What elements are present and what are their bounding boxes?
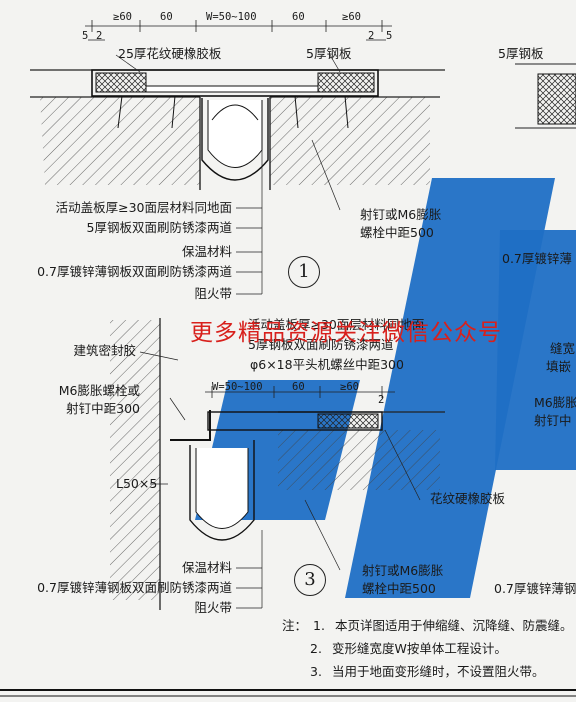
label-nail-bolt-spacing: 螺栓中距500 xyxy=(360,225,434,240)
detail-1-section xyxy=(30,20,445,295)
note-text: 本页详图适用于伸缩缝、沉降缝、防震缝。 xyxy=(335,618,573,633)
d3-label-galv-sheet: 0.7厚镀锌薄钢板双面刷防锈漆两道 xyxy=(37,580,232,595)
label-cover-plate: 活动盖板厚≥30面层材料同地面 xyxy=(55,200,232,215)
detail-number-3: 3 xyxy=(294,564,326,596)
d3-label-insulation: 保温材料 xyxy=(181,560,232,575)
d3-label-m6: M6膨胀螺栓或 xyxy=(58,383,140,398)
detail-number-1: 1 xyxy=(288,256,320,288)
dim-ge60-left: ≥60 xyxy=(113,11,132,23)
d3-dim-2: 2 xyxy=(378,394,385,406)
watermark-text: 更多精品资源关注微信公众号 xyxy=(190,320,502,346)
dim-5-left: 5 xyxy=(82,30,89,42)
d3-dim-ge60: ≥60 xyxy=(340,381,359,393)
right-label-galv: 0.7厚镀锌薄 xyxy=(502,251,572,266)
label-rubber-board: 25厚花纹硬橡胶板 xyxy=(118,46,222,61)
detail-3-section xyxy=(110,318,445,610)
note-text: 变形缝宽度W按单体工程设计。 xyxy=(332,641,507,656)
d3-label-fire-band: 阻火带 xyxy=(194,600,232,615)
dim-ge60-right: ≥60 xyxy=(342,11,361,23)
d3-label-screw: φ6×18平头机螺丝中距300 xyxy=(250,357,404,372)
note-row-1: 注： 1. 本页详图适用于伸缩缝、沉降缝、防震缝。 xyxy=(282,614,573,637)
note-num: 2. xyxy=(310,641,322,656)
d3-label-m6-spacing: 射钉中距300 xyxy=(66,401,140,416)
notes-block: 注： 1. 本页详图适用于伸缩缝、沉降缝、防震缝。 2. 变形缝宽度W按单体工程… xyxy=(282,614,573,683)
note-num: 3. xyxy=(310,664,322,679)
label-galv-sheet: 0.7厚镀锌薄钢板双面刷防锈漆两道 xyxy=(37,264,232,279)
d3-label-steel-paint: 5厚钢板双面刷防锈漆两道 xyxy=(248,337,394,352)
label-fire-band: 阻火带 xyxy=(194,286,232,301)
label-nail-bolt: 射钉或M6膨胀 xyxy=(360,207,442,222)
note-text: 当用于地面变形缝时，不设置阻火带。 xyxy=(332,664,545,679)
note-row-3: 3. 当用于地面变形缝时，不设置阻火带。 xyxy=(282,660,573,683)
note-num: 1. xyxy=(313,618,325,633)
dim-5-right: 5 xyxy=(386,30,393,42)
notes-prefix: 注： xyxy=(282,618,308,633)
right-label-steel-plate: 5厚钢板 xyxy=(498,46,544,61)
d3-label-angle: L50×5 xyxy=(116,476,158,491)
dim-2-right: 2 xyxy=(368,30,375,42)
dim-60-right: 60 xyxy=(292,11,305,23)
d3-dim-60: 60 xyxy=(292,381,305,393)
d3-label-sealant: 建筑密封胶 xyxy=(73,343,136,358)
dim-60-left: 60 xyxy=(160,11,173,23)
label-steel-paint: 5厚钢板双面刷防锈漆两道 xyxy=(86,220,232,235)
dim-w: W=50~100 xyxy=(206,11,257,23)
dim-2-left: 2 xyxy=(96,30,103,42)
right-label-nail: 射钉中 xyxy=(534,413,572,428)
right-label-fill: 填嵌 xyxy=(546,359,572,374)
d3-label-rubber: 花纹硬橡胶板 xyxy=(430,491,506,506)
label-insulation: 保温材料 xyxy=(181,244,232,259)
right-label-galv-bottom: 0.7厚镀锌薄钢 xyxy=(494,581,576,596)
d3-label-cover-plate: 活动盖板厚≥30面层材料同地面 xyxy=(248,317,425,332)
d3-label-nail-bolt-spacing: 螺栓中距500 xyxy=(362,581,436,596)
right-partial-detail xyxy=(515,63,576,129)
d3-label-nail-bolt: 射钉或M6膨胀 xyxy=(362,563,444,578)
right-label-m6: M6膨胀 xyxy=(534,395,576,410)
label-steel-plate: 5厚钢板 xyxy=(306,46,352,61)
note-row-2: 2. 变形缝宽度W按单体工程设计。 xyxy=(282,637,573,660)
right-label-joint: 缝宽 xyxy=(550,341,576,356)
d3-dim-w: W=50~100 xyxy=(212,381,263,393)
